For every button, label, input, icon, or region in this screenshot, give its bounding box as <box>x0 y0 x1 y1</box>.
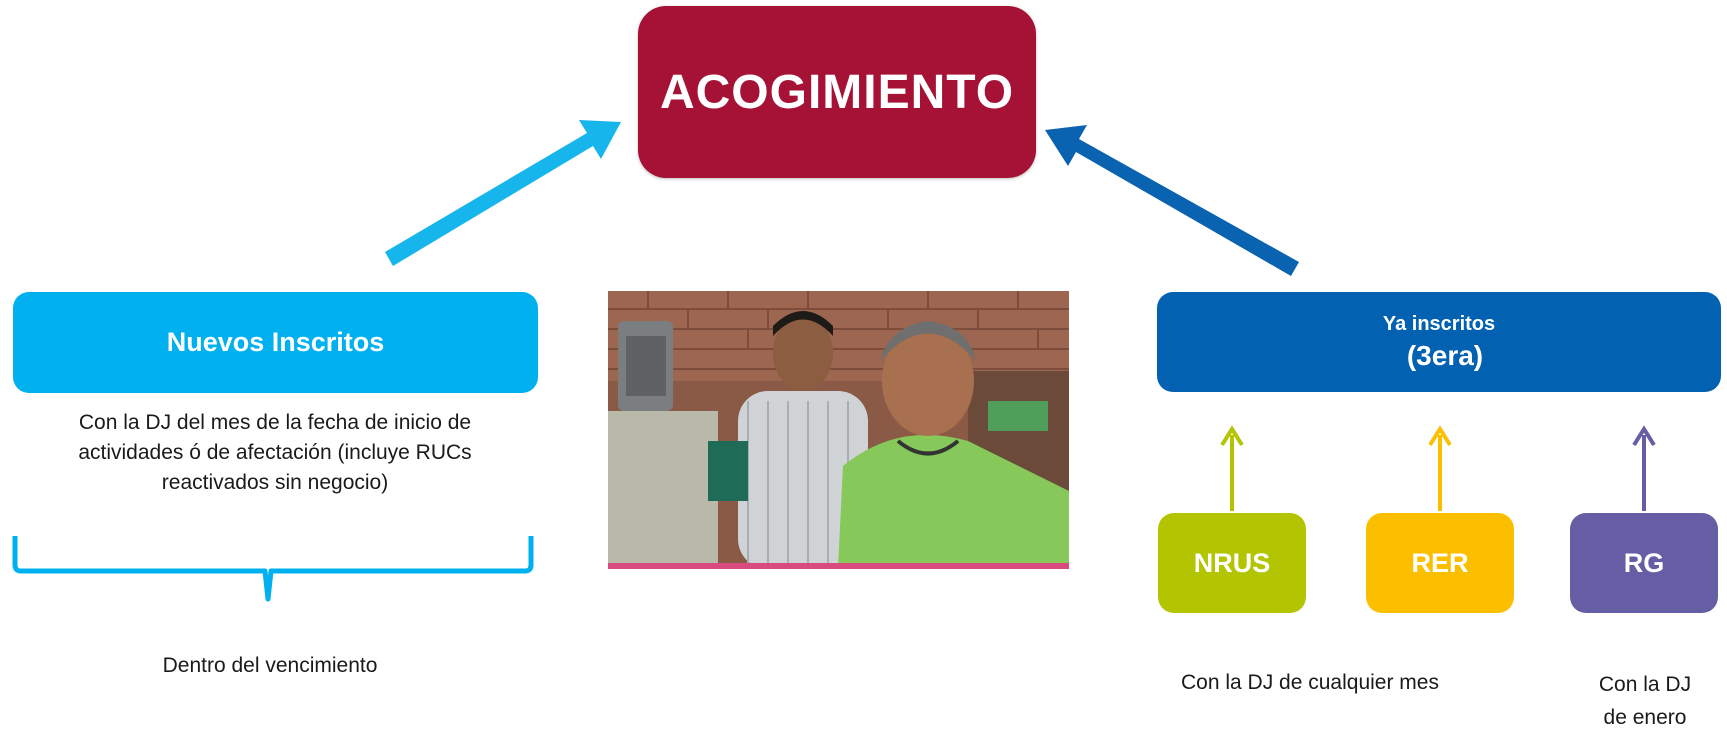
note-any-month: Con la DJ de cualquier mes <box>1181 671 1439 694</box>
ya-inscritos-title: Ya inscritos <box>1382 312 1496 335</box>
brace <box>12 536 534 602</box>
ya-inscritos-box: Ya inscritos (3era) <box>1157 292 1721 392</box>
regime-rg-box: RG <box>1570 513 1718 613</box>
deadline-label: Dentro del vencimiento <box>162 654 378 677</box>
nuevos-inscritos-description: Con la DJ del mes de la fecha de inicio … <box>78 411 472 494</box>
arrowhead-rer <box>1428 425 1452 447</box>
note-january-line2: de enero <box>1603 706 1687 729</box>
note-january: Con la DJ de enero <box>1560 668 1727 734</box>
regime-rer-label: RER <box>1411 547 1469 578</box>
ya-inscritos-subtitle: (3era) <box>1406 339 1484 371</box>
arrowhead-nrus <box>1220 425 1244 447</box>
arrowhead-rg <box>1632 425 1656 447</box>
note-january-line1: Con la DJ <box>1598 673 1692 696</box>
arrow-right-to-acogimiento <box>1045 125 1299 276</box>
regime-nrus-label: NRUS <box>1193 547 1271 578</box>
nuevos-inscritos-title: Nuevos Inscritos <box>166 327 385 357</box>
nuevos-inscritos-box: Nuevos Inscritos <box>13 292 538 393</box>
arrow-left-to-acogimiento <box>385 120 621 266</box>
regime-nrus-box: NRUS <box>1158 513 1306 613</box>
acogimiento-box: ACOGIMIENTO <box>638 6 1036 178</box>
regime-rg-label: RG <box>1623 547 1665 578</box>
regime-rer-box: RER <box>1366 513 1514 613</box>
acogimiento-title: ACOGIMIENTO <box>659 65 1015 119</box>
photo-workers <box>608 291 1069 569</box>
